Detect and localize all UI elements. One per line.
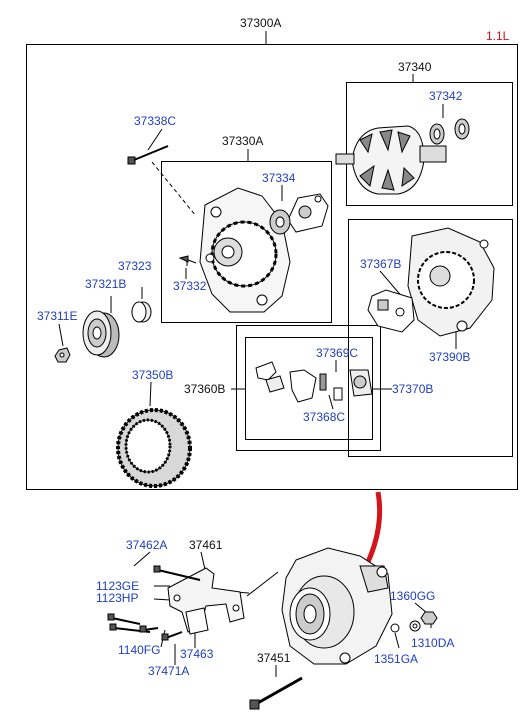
part-37461-label[interactable]: 37461 <box>189 538 223 552</box>
part-37338C-label[interactable]: 37338C <box>134 114 177 128</box>
rotor-group-frame <box>346 82 513 206</box>
part-37300A-label[interactable]: 37300A <box>240 16 282 30</box>
rear-bracket-drawing <box>367 227 495 337</box>
part-37342-label[interactable]: 37342 <box>429 89 463 103</box>
part-37350B-label[interactable]: 37350B <box>132 368 174 382</box>
part-37368C-label[interactable]: 37368C <box>303 410 346 424</box>
adjusting-bracket-drawing <box>107 565 303 710</box>
part-37370B-label[interactable]: 37370B <box>392 382 434 396</box>
engine-variant-label: 1.1L <box>486 29 510 43</box>
brush-holder-group-frame <box>236 325 381 451</box>
stator-drawing <box>116 408 192 488</box>
part-37334-label[interactable]: 37334 <box>262 171 296 185</box>
brush-holder-drawing <box>255 361 373 403</box>
part-1123GE-label[interactable]: 1123GE <box>96 579 140 593</box>
rotor-drawing <box>335 118 470 195</box>
part-37311E-label[interactable]: 37311E <box>37 309 78 323</box>
part-1310DA-label[interactable]: 1310DA <box>411 636 455 650</box>
alternator-assembly-frame <box>26 44 518 490</box>
part-37367B-label[interactable]: 37367B <box>360 257 402 271</box>
part-1123HP-label[interactable]: 1123HP <box>96 591 139 605</box>
through-bolt-drawing <box>127 145 169 165</box>
part-1360GG-label[interactable]: 1360GG <box>390 589 436 603</box>
part-1351GA-label[interactable]: 1351GA <box>374 652 419 666</box>
front-bracket-group-frame <box>161 161 332 323</box>
part-37340-label[interactable]: 37340 <box>398 60 432 74</box>
part-37332-label[interactable]: 37332 <box>173 279 207 293</box>
part-37323-label[interactable]: 37323 <box>118 259 152 273</box>
part-37471A-label[interactable]: 37471A <box>148 664 190 678</box>
part-37369C-label[interactable]: 37369C <box>316 346 359 360</box>
part-37360B-label[interactable]: 37360B <box>184 382 226 396</box>
part-37463-label[interactable]: 37463 <box>180 647 214 661</box>
front-bracket-drawing <box>178 187 329 313</box>
part-37451-label[interactable]: 37451 <box>257 651 291 665</box>
part-37390B-label[interactable]: 37390B <box>429 350 471 364</box>
part-37321B-label[interactable]: 37321B <box>85 277 127 291</box>
alternator-assembly-drawing <box>281 547 438 665</box>
part-37330A-label[interactable]: 37330A <box>222 134 264 148</box>
part-37462A-label[interactable]: 37462A <box>126 538 168 552</box>
part-1140FG-label[interactable]: 1140FG <box>118 643 161 657</box>
pulley-drawing <box>54 301 152 363</box>
variant-pointer-arrow <box>365 491 383 564</box>
